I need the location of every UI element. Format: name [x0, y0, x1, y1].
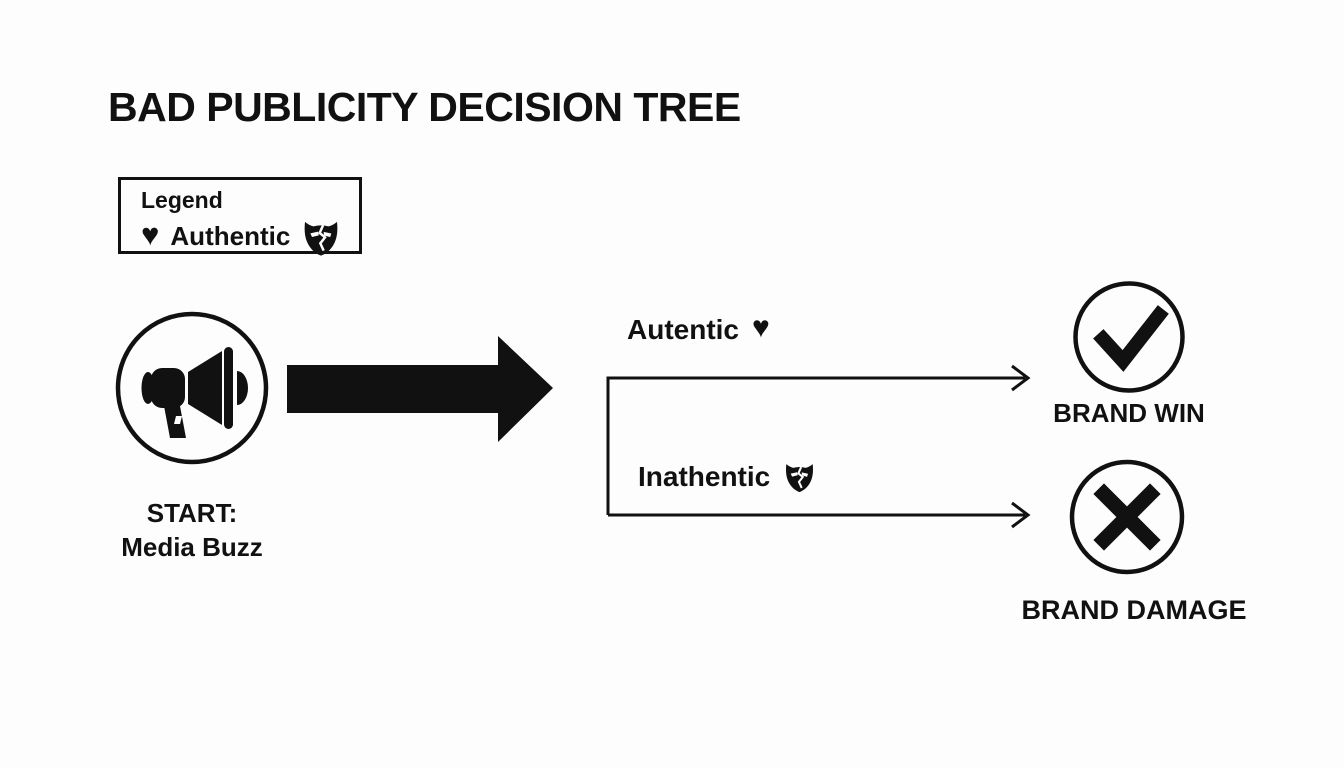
branch-connectors	[593, 358, 1045, 535]
start-label: START: Media Buzz	[92, 496, 292, 564]
branch-inauthentic: Inathentic	[638, 459, 816, 494]
legend-box: Legend ♥ Authentic	[118, 177, 362, 257]
outcome-damage-node	[1068, 458, 1186, 581]
heart-icon: ♥	[141, 216, 160, 252]
outcome-damage-label: BRAND DAMAGE	[1021, 595, 1247, 625]
outcome-win-label: BRAND WIN	[1053, 398, 1205, 428]
arrowhead-top	[1011, 364, 1031, 392]
branch-authentic-label: Autentic	[627, 314, 739, 345]
megaphone-icon	[115, 311, 269, 465]
branch-authentic: Autentic ♥	[627, 311, 770, 346]
start-node	[114, 310, 270, 471]
heart-icon: ♥	[752, 311, 770, 344]
outcome-win-node	[1071, 279, 1187, 400]
page-title: BAD PUBLICITY DECISION TREE	[108, 84, 741, 130]
legend-authentic-label: Authentic	[170, 220, 291, 251]
drama-mask-icon	[301, 215, 341, 257]
start-label-line1: START:	[146, 498, 238, 528]
legend-row: ♥ Authentic	[141, 215, 359, 257]
cross-icon	[1069, 459, 1185, 575]
legend-heading: Legend	[141, 187, 223, 213]
arrowhead-bottom	[1011, 501, 1031, 529]
check-icon	[1073, 281, 1185, 393]
big-arrow-icon	[287, 330, 557, 455]
start-label-line2: Media Buzz	[121, 532, 263, 562]
branch-inauthentic-label: Inathentic	[638, 460, 771, 492]
drama-mask-icon	[783, 459, 816, 494]
